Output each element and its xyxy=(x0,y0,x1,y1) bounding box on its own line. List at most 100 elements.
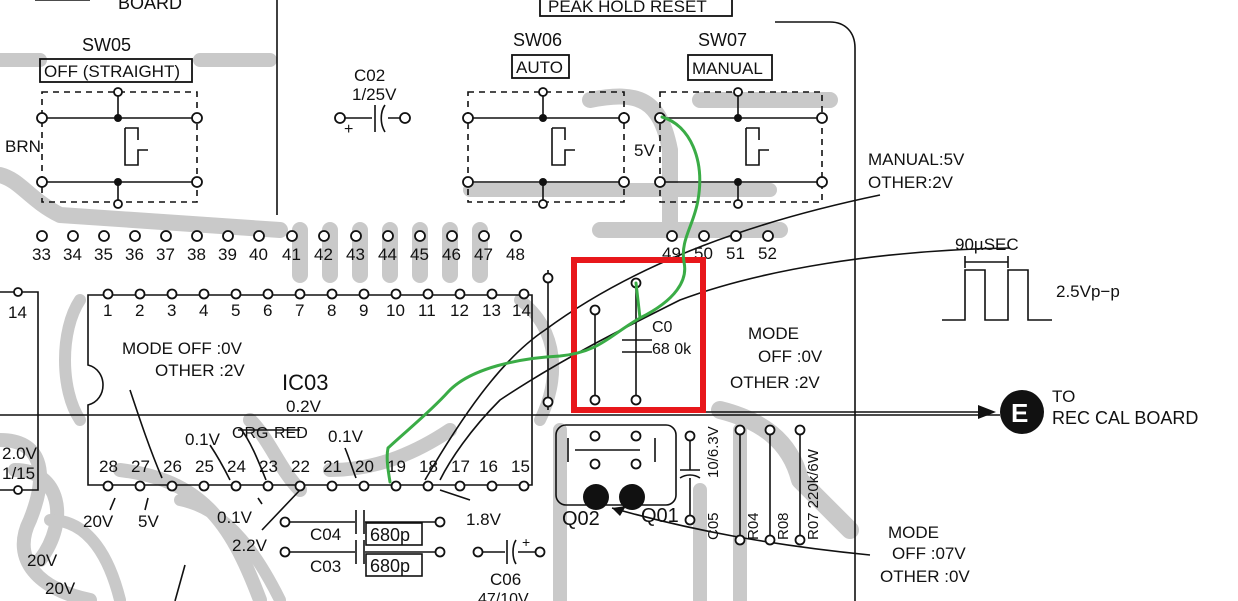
sw05-switch xyxy=(36,87,203,209)
ic-pin-23: 23 xyxy=(259,457,278,476)
q01-q02-transistors xyxy=(555,424,677,510)
green-wire-branch xyxy=(634,281,642,320)
c04-c03-capacitors xyxy=(279,510,446,577)
q02-other-label: OTHER :0V xyxy=(880,567,970,586)
connector-pin-52: 52 xyxy=(758,244,777,263)
connector-pin-48: 48 xyxy=(506,245,525,264)
c05-value: 10/6.3V xyxy=(705,426,722,478)
org-wire-label: ORG xyxy=(232,425,268,442)
ic-pin-5: 5 xyxy=(231,301,240,320)
svg-text:+: + xyxy=(522,534,530,550)
partial-cap-label: C0 xyxy=(652,319,673,336)
ic-pin-3: 3 xyxy=(167,301,176,320)
sw07-switch xyxy=(654,87,828,209)
left-ic-partial xyxy=(0,287,39,495)
c04-label: C04 xyxy=(310,525,341,544)
board-label: BOARD xyxy=(118,0,182,13)
mid-mode-label: MODE xyxy=(748,324,799,343)
connector-pin-39: 39 xyxy=(218,245,237,264)
sw06-mode-box xyxy=(511,54,570,79)
mid-other-label: OTHER :2V xyxy=(730,373,820,392)
ic03-mode-label: MODE OFF :0V xyxy=(122,339,243,358)
connector-pin-47: 47 xyxy=(474,245,493,264)
ic-pin-2: 2 xyxy=(135,301,144,320)
peak-hold-reset-label: PEAK HOLD RESET xyxy=(548,0,707,16)
pin21-voltage: 0.1V xyxy=(328,427,364,446)
ic-pin-18: 18 xyxy=(419,457,438,476)
connector-pin-35: 35 xyxy=(94,245,113,264)
left-pin-14: 14 xyxy=(8,303,27,322)
c02-value: 1/25V xyxy=(352,85,397,104)
connector-pin-42: 42 xyxy=(314,245,333,264)
partial-cap-value: 68 0k xyxy=(652,341,692,358)
connector-pin-46: 46 xyxy=(442,245,461,264)
q02-off-label: OFF :07V xyxy=(892,544,966,563)
ic-pin-12: 12 xyxy=(450,301,469,320)
e-marker-circle xyxy=(1000,390,1044,434)
sw07-mode-label: MANUAL xyxy=(692,59,763,78)
sw05-label: SW05 xyxy=(82,35,131,55)
c03-value: 680p xyxy=(370,556,410,576)
bottom-leaders xyxy=(109,489,471,601)
pin27-voltage: 5V xyxy=(138,512,159,531)
5v-label: 5V xyxy=(634,141,655,160)
sw05-mode-label: OFF (STRAIGHT) xyxy=(44,62,180,81)
to-label: TO xyxy=(1052,387,1075,406)
r07-label: R07 220k/6W xyxy=(805,448,822,540)
other-voltage-label: OTHER:2V xyxy=(868,173,954,192)
connector-pin-34: 34 xyxy=(63,245,82,264)
svg-text:+: + xyxy=(344,121,353,138)
connector-pin-51: 51 xyxy=(726,244,745,263)
sw07-mode-box xyxy=(687,54,773,81)
left-voltage-label: 2.0V xyxy=(2,444,38,463)
ic03-leaders xyxy=(129,389,357,481)
pulse-leader-line xyxy=(439,247,1011,481)
brn-label: BRN xyxy=(5,137,41,156)
connector-pin-40: 40 xyxy=(249,245,268,264)
ic-pin-26: 26 xyxy=(163,457,182,476)
connector-pin-37: 37 xyxy=(156,245,175,264)
sw05-mode-box xyxy=(39,58,193,83)
ic-pin-8: 8 xyxy=(327,301,336,320)
ic-pin-19: 19 xyxy=(387,457,406,476)
connector-pin-36: 36 xyxy=(125,245,144,264)
ic-pin-17: 17 xyxy=(451,457,470,476)
pin24-voltage: 0.1V xyxy=(185,430,221,449)
pin18-voltage: 1.8V xyxy=(466,510,502,529)
sw06-mode-label: AUTO xyxy=(516,58,563,77)
ic-pin-14: 14 xyxy=(512,301,531,320)
c02-capacitor: + xyxy=(334,104,411,138)
c06-value: 47/10V xyxy=(478,591,529,601)
ic-pin-25: 25 xyxy=(195,457,214,476)
c04-value: 680p xyxy=(370,525,410,545)
q02-label: Q02 xyxy=(562,508,600,530)
mid-off-label: OFF :0V xyxy=(758,347,823,366)
ic03-label: IC03 xyxy=(282,370,328,395)
q01-label: Q01 xyxy=(641,505,679,527)
c05-label: C05 xyxy=(705,512,722,540)
q02-leader-line xyxy=(611,507,871,556)
q02-leader-arrow xyxy=(612,506,626,516)
pulse-amplitude-label: 2.5Vp−p xyxy=(1056,282,1120,301)
pin28-voltage: 20V xyxy=(83,512,114,531)
connector-pin-45: 45 xyxy=(410,245,429,264)
ic03-top-pin-labels: 1 2 3 4 5 6 7 8 9 10 11 12 13 14 xyxy=(103,301,531,320)
c06-label: C06 xyxy=(490,570,521,589)
connector-pin-38: 38 xyxy=(187,245,206,264)
red-wire-label: RED xyxy=(274,425,308,442)
reccal-arrow-head xyxy=(978,405,996,419)
connector-pin-labels: 33 34 35 36 37 38 39 40 41 42 43 44 45 4… xyxy=(32,244,777,264)
r08-label: R08 xyxy=(775,512,792,540)
green-rework-wire xyxy=(385,115,702,484)
q02-mode-label: MODE xyxy=(888,523,939,542)
ic-pin-4: 4 xyxy=(199,301,208,320)
ic-pin-20: 20 xyxy=(355,457,374,476)
ic-pin-6: 6 xyxy=(263,301,272,320)
highlighted-components xyxy=(542,270,652,410)
c05-r-network xyxy=(679,424,806,546)
reccal-board-label: REC CAL BOARD xyxy=(1052,408,1198,428)
left-20v-label-2: 20V xyxy=(45,579,76,598)
ic-pin-7: 7 xyxy=(295,301,304,320)
ic-pin-27: 27 xyxy=(131,457,150,476)
